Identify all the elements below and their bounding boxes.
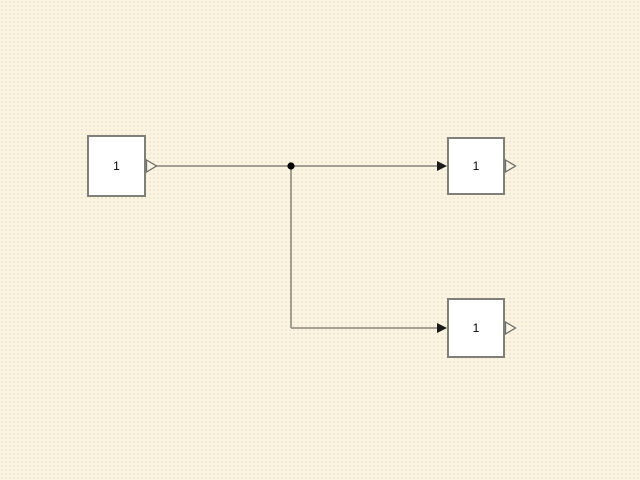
block-source[interactable]: 1 [87, 135, 146, 197]
output-port-bottom-icon[interactable] [504, 320, 517, 336]
arrowhead-bottom-icon [437, 323, 447, 333]
arrowhead-top-icon [437, 161, 447, 171]
block-sink-bottom-label: 1 [472, 321, 480, 335]
output-port-top-icon[interactable] [504, 158, 517, 174]
block-sink-top[interactable]: 1 [447, 137, 505, 195]
branch-point-dot [287, 162, 295, 170]
block-source-label: 1 [113, 159, 120, 173]
block-sink-bottom[interactable]: 1 [447, 298, 505, 358]
output-port-source-icon[interactable] [145, 158, 158, 174]
block-sink-top-label: 1 [472, 159, 480, 173]
